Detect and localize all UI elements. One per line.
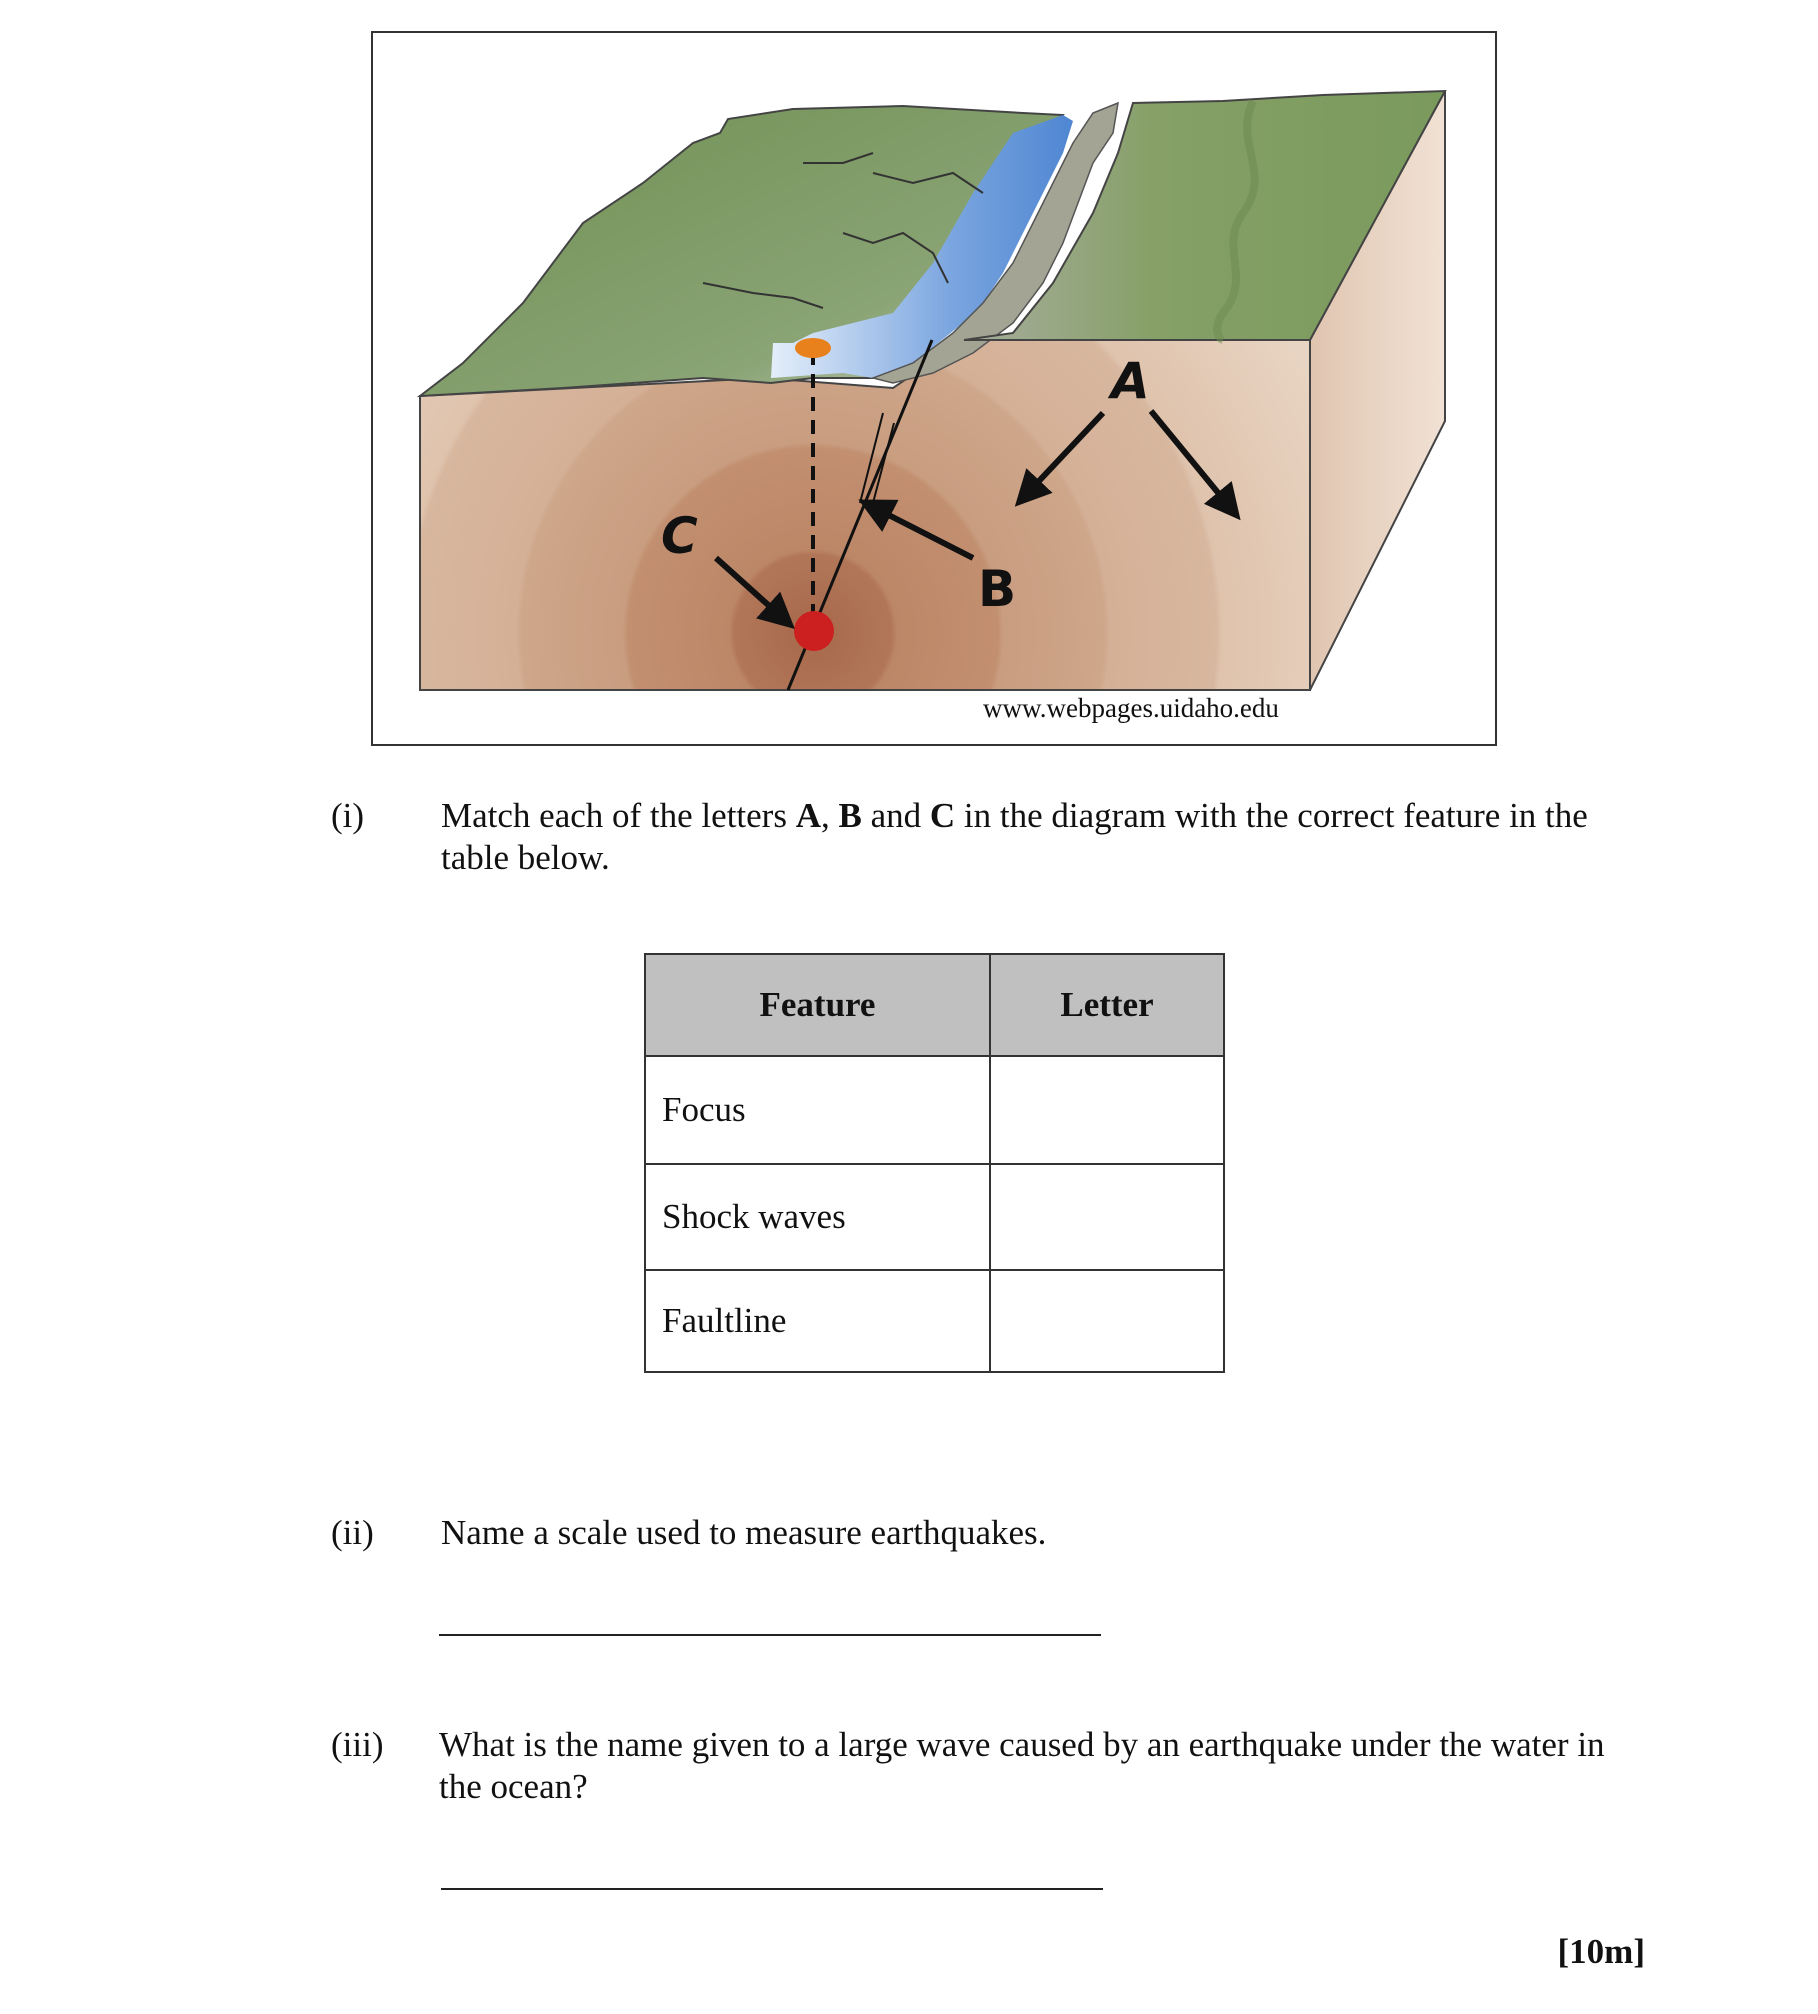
question-text: Name a scale used to measure earthquakes… xyxy=(441,1512,1651,1554)
answer-line-iii[interactable] xyxy=(441,1888,1103,1890)
question-text: Match each of the letters A, B and C in … xyxy=(441,795,1651,879)
table-row: Faultline xyxy=(645,1270,1224,1372)
feature-cell: Shock waves xyxy=(645,1164,990,1270)
feature-cell: Faultline xyxy=(645,1270,990,1372)
earthquake-diagram: A B C www.webpages.uidaho.edu xyxy=(371,31,1497,746)
letter-c: C xyxy=(930,796,955,835)
label-c: C xyxy=(661,507,698,565)
focus-dot xyxy=(794,611,834,651)
table-row: Shock waves xyxy=(645,1164,1224,1270)
question-number: (iii) xyxy=(331,1724,383,1766)
earthquake-block-illustration: A B C xyxy=(373,33,1495,744)
marks-label: [10m] xyxy=(1558,1932,1645,1972)
question-number: (ii) xyxy=(331,1512,374,1554)
table-row: Focus xyxy=(645,1056,1224,1164)
label-b: B xyxy=(978,560,1016,618)
epicentre-marker xyxy=(795,338,831,358)
text-part: Match each of the letters xyxy=(441,796,796,835)
question-text: What is the name given to a large wave c… xyxy=(439,1724,1639,1808)
table-header-row: Feature Letter xyxy=(645,954,1224,1056)
letter-answer-cell[interactable] xyxy=(990,1056,1224,1164)
letter-b: B xyxy=(838,796,861,835)
image-credit: www.webpages.uidaho.edu xyxy=(983,693,1279,724)
answer-line-ii[interactable] xyxy=(439,1634,1101,1636)
text-part: , xyxy=(821,796,839,835)
letter-a: A xyxy=(796,796,821,835)
label-a: A xyxy=(1107,352,1150,410)
letter-answer-cell[interactable] xyxy=(990,1270,1224,1372)
feature-cell: Focus xyxy=(645,1056,990,1164)
question-number: (i) xyxy=(331,795,364,837)
letter-answer-cell[interactable] xyxy=(990,1164,1224,1270)
header-feature: Feature xyxy=(645,954,990,1056)
feature-letter-table: Feature Letter Focus Shock waves Faultli… xyxy=(644,953,1225,1373)
block-front-face xyxy=(420,340,1310,690)
text-part: and xyxy=(862,796,930,835)
header-letter: Letter xyxy=(990,954,1224,1056)
